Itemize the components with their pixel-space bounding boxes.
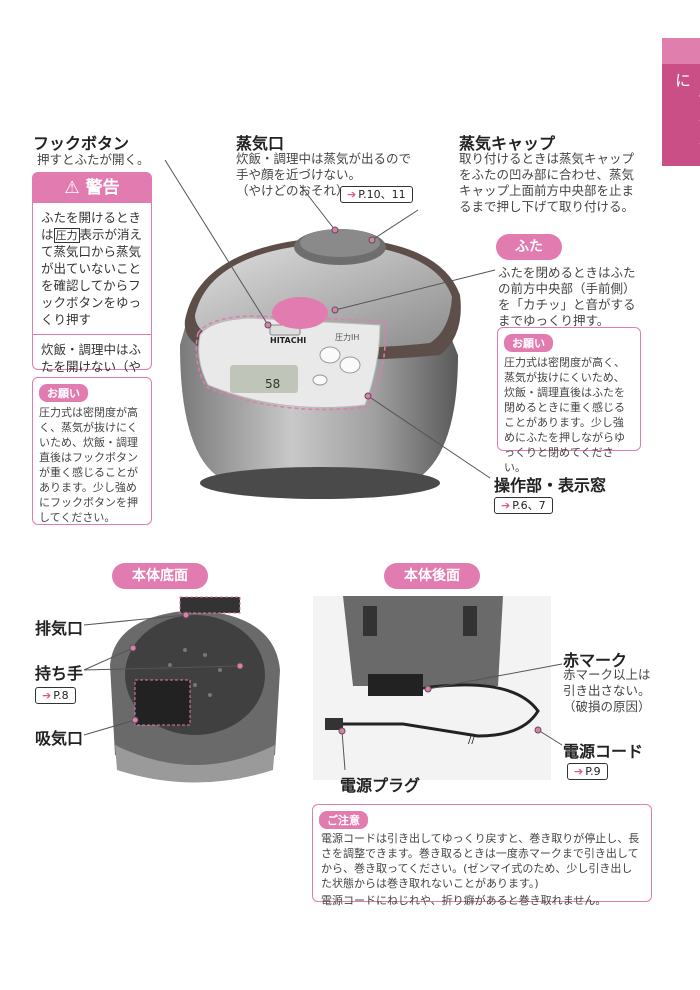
caution-box: ご注意 電源コードは引き出してゆっくり戻すと、巻き取りが停止し、長さを調整できま… [312,804,652,907]
steam-vent-title: 蒸気口 [236,134,285,153]
handle-ref-label: P.8 [53,689,69,702]
warning-text-1-rest: 表示が消えて蒸気口から蒸気が出ていないことを確認してからフックボタンをゆっくり押… [41,227,143,327]
handle-label: 持ち手 [35,664,84,683]
display-readout: 58 [265,377,280,391]
rice-cooker-illustration: 58 HITACHI 圧力IH [180,229,461,499]
steam-vent-desc: 炊飯・調理中は蒸気が出るので手や顔を近づけない。 [236,151,412,182]
warning-icon: ⚠ [64,178,80,198]
arrow-right-icon: ➔ [501,499,511,512]
svg-text://: // [468,735,475,746]
control-panel-ref[interactable]: ➔P.6、7 [494,494,553,514]
control-panel-title: 操作部・表示窓 [494,476,607,495]
intake-label: 吸気口 [35,729,84,748]
steam-vent-note: （やけどのおそれ） [236,183,349,198]
section-tab: ご使用の前に [662,38,700,166]
warning-text-1: ふたを開けるときは圧力表示が消えて蒸気口から蒸気が出ていないことを確認してからフ… [33,203,151,334]
red-mark-desc: 赤マーク以上は引き出さない。（破損の原因） [563,667,651,714]
request-badge-left: お願い [39,384,88,402]
bottom-view-illustration [110,596,280,783]
handle-ref[interactable]: ➔P.8 [35,684,76,704]
back-view-illustration: // [313,596,551,780]
steam-vent-ref[interactable]: ➔P.10、11 [340,183,413,203]
steam-cap-title: 蒸気キャップ [459,134,556,153]
bottom-view-pill: 本体底面 [112,563,208,589]
arrow-right-icon: ➔ [347,188,357,201]
power-cord-ref[interactable]: ➔P.9 [567,760,608,780]
power-cord-label: 電源コード [563,742,644,761]
arrow-right-icon: ➔ [574,765,584,778]
hook-button-desc: 押すとふたが開く。 [37,152,150,167]
steam-vent-ref-label: P.10、11 [358,188,406,201]
request-box-left: お願い 圧力式は密閉度が高く、蒸気が抜けにくいため、炊飯・調理直後はフックボタン… [32,377,152,525]
request-text-left: 圧力式は密閉度が高く、蒸気が抜けにくいため、炊飯・調理直後はフックボタンが重く感… [39,406,138,524]
lid-pill: ふた [496,234,562,260]
request-badge-right: お願い [504,334,553,352]
caution-badge: ご注意 [319,811,368,829]
exhaust-label: 排気口 [35,619,84,638]
arrow-right-icon: ➔ [42,689,52,702]
power-plug-label: 電源プラグ [340,776,421,795]
caution-text-1: 電源コードは引き出してゆっくり戻すと、巻き取りが停止し、長さを調整できます。巻き… [321,832,640,890]
control-panel-ref-label: P.6、7 [512,499,546,512]
section-tab-label: ご使用の前に [672,72,700,157]
request-box-right: お願い 圧力式は密閉度が高く、蒸気が抜けにくいため、炊飯・調理直後はふたを閉める… [497,327,641,474]
steam-cap-desc: 取り付けるときは蒸気キャップをふたの凹み部に合わせ、蒸気キャップ上面前方中央部を… [459,151,635,214]
back-view-pill: 本体後面 [384,563,480,589]
red-mark-label: 赤マーク [563,651,628,670]
model-mark: 圧力IH [335,332,359,342]
lid-desc: ふたを閉めるときはふたの前方中央部（手前側）を「カチッ」と音がするまでゆっくり押… [498,265,636,328]
warning-header: ⚠ 警告 [33,173,151,203]
brand-logo: HITACHI [270,336,306,345]
request-text-right: 圧力式は密閉度が高く、蒸気が抜けにくいため、炊飯・調理直後はふたを閉めるときに重… [504,356,625,474]
tab-band [662,38,700,64]
warning-text-1-prefix: ふたを開けるときは [41,210,142,242]
warning-box: ⚠ 警告 ふたを開けるときは圧力表示が消えて蒸気口から蒸気が出ていないことを確認… [32,172,152,391]
hook-button-title: フックボタン [33,134,130,153]
warning-title: 警告 [85,178,120,198]
caution-text-2: 電源コードにねじれや、折り癖があると巻き取れません。 [321,894,607,907]
power-cord-ref-label: P.9 [585,765,601,778]
